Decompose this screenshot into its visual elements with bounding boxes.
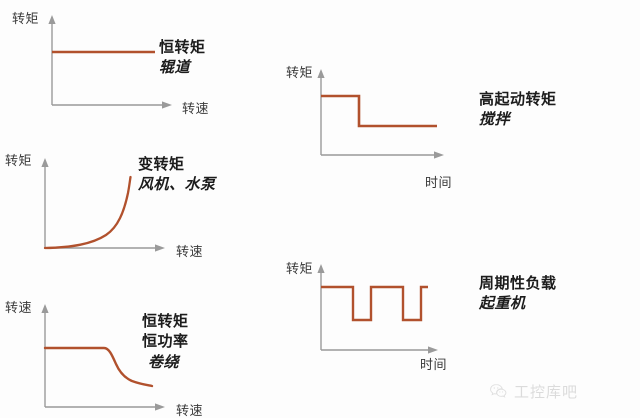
y-axis-arrow-icon xyxy=(317,264,325,273)
x-axis-label: 转速 xyxy=(176,403,204,418)
chart-cyclic-load-crane: 转矩 时间 xyxy=(286,250,500,375)
chart-5-svg xyxy=(317,264,438,354)
chart-1-svg xyxy=(48,15,172,109)
caption-main: 变转矩 xyxy=(138,156,185,173)
x-axis-label: 转速 xyxy=(182,101,210,116)
chart-3-svg xyxy=(41,304,165,411)
x-axis-label: 时间 xyxy=(425,175,453,190)
x-axis-arrow-icon xyxy=(162,101,172,109)
x-axis-label: 时间 xyxy=(420,357,448,372)
caption-sub: 起重机 xyxy=(479,295,526,313)
watermark-text: 工控库吧 xyxy=(514,384,579,401)
chart-4-svg xyxy=(317,69,444,159)
y-axis-arrow-icon xyxy=(41,158,49,167)
caption-line-1: 恒转矩 xyxy=(142,313,189,330)
chart-2-svg xyxy=(41,158,165,252)
caption-cyclic-load-crane: 周期性负载 起重机 xyxy=(479,274,557,315)
caption-line-2: 恒功率 xyxy=(142,333,189,351)
caption-high-starting-torque-mixer: 高起动转矩 搅拌 xyxy=(479,90,557,131)
y-axis-label: 转矩 xyxy=(286,65,314,80)
chart-constant-power-winding: 转速 转速 xyxy=(0,285,260,418)
watermark: 工控库吧 xyxy=(489,381,578,402)
caption-main: 高起动转矩 xyxy=(479,91,557,108)
caption-sub: 辊道 xyxy=(159,59,191,77)
chart-high-starting-torque-mixer: 转矩 时间 xyxy=(286,50,500,190)
caption-constant-torque-roller: 恒转矩 辊道 xyxy=(159,38,206,79)
caption-main: 恒转矩 xyxy=(159,39,206,56)
caption-line-3: 卷绕 xyxy=(148,353,180,371)
caption-sub: 搅拌 xyxy=(479,111,511,129)
series-variable-torque xyxy=(43,175,132,250)
caption-main: 周期性负载 xyxy=(479,275,557,292)
chart-constant-torque-roller: 转矩 转速 xyxy=(0,0,260,130)
y-axis-label: 转矩 xyxy=(286,261,314,276)
y-axis-arrow-icon xyxy=(48,15,56,24)
x-axis-arrow-icon xyxy=(155,403,165,411)
x-axis-arrow-icon xyxy=(428,346,438,354)
y-axis-label: 转矩 xyxy=(12,11,40,26)
x-axis-arrow-icon xyxy=(155,244,165,252)
series-cyclic-load xyxy=(321,285,428,322)
caption-variable-torque-fan-pump: 变转矩 风机、水泵 xyxy=(138,155,216,196)
x-axis-arrow-icon xyxy=(434,151,444,159)
chart-variable-torque-fan-pump: 转矩 转速 xyxy=(0,130,260,265)
x-axis-label: 转速 xyxy=(176,244,204,259)
wechat-icon xyxy=(490,384,507,398)
y-axis-label: 转速 xyxy=(5,300,33,315)
caption-sub: 风机、水泵 xyxy=(138,176,216,194)
series-high-starting-torque xyxy=(321,94,437,128)
y-axis-arrow-icon xyxy=(317,69,325,78)
series-constant-power xyxy=(43,346,154,388)
y-axis-arrow-icon xyxy=(41,304,49,313)
caption-constant-power-winding: 恒转矩 恒功率 卷绕 xyxy=(142,312,189,373)
y-axis-label: 转矩 xyxy=(5,153,33,168)
